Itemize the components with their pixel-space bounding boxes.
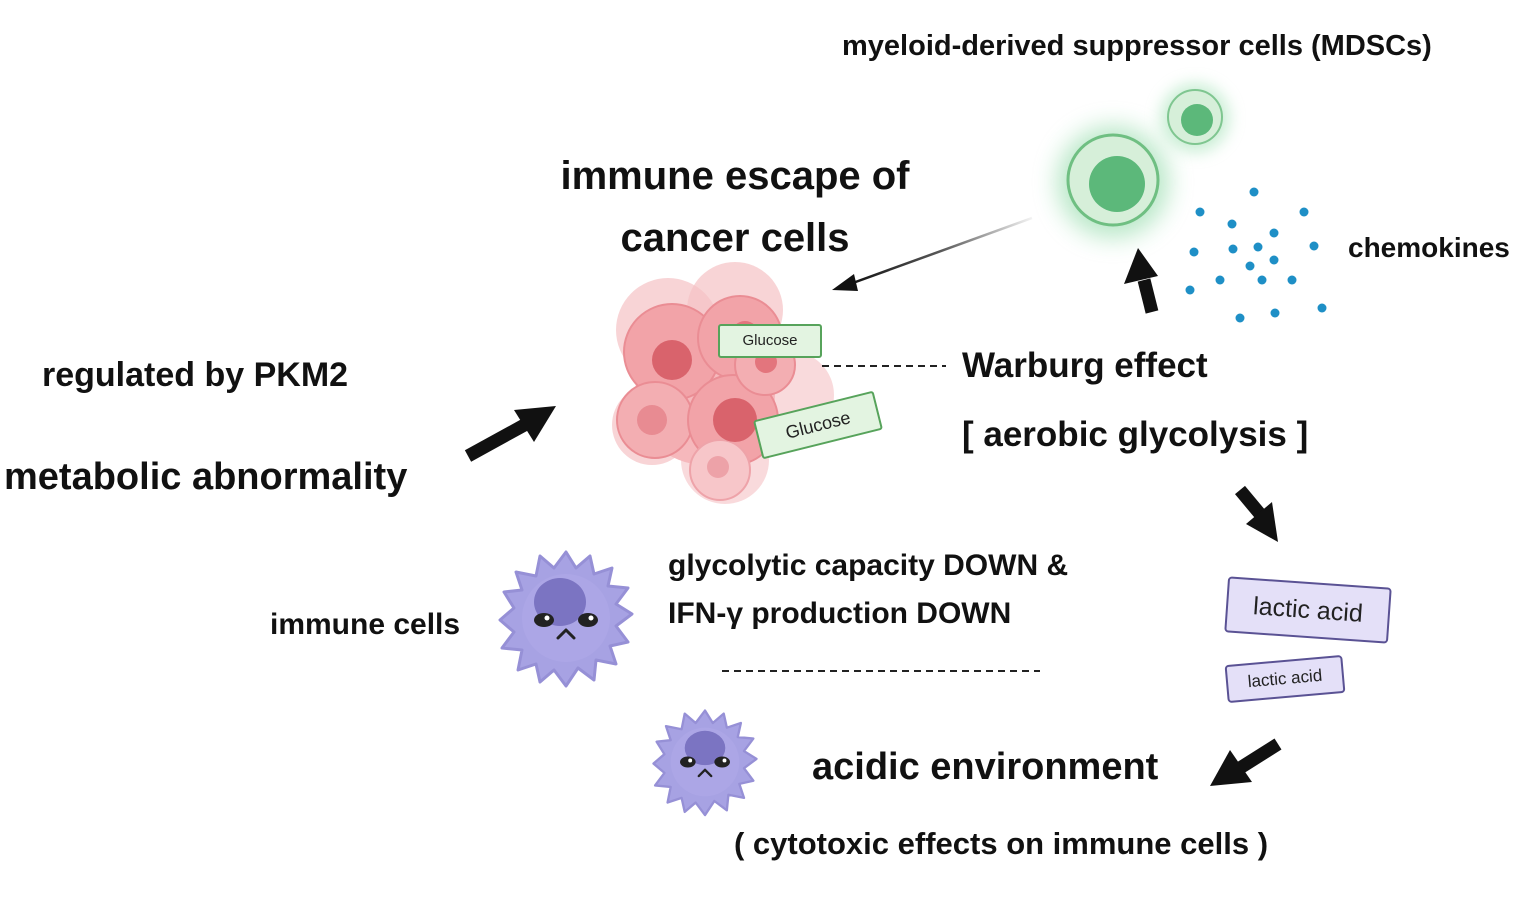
acidic-environment-label: acidic environment [812,746,1159,788]
mdsc-to-cancer-arrow [832,216,1033,291]
glycolytic-line-1: glycolytic capacity DOWN & [668,549,1069,582]
regulated-by-pkm2-label: regulated by PKM2 [42,356,349,394]
immune-cells-label: immune cells [270,608,461,641]
warburg-to-lactic-arrow [1235,485,1278,542]
sad-immune-cell-icon [498,550,634,688]
glucose-tag-1: Glucose [718,324,822,358]
glycolytic-capacity-label: glycolytic capacity DOWN & IFN-γ product… [668,542,1068,638]
warburg-to-mdsc-arrow [1124,248,1159,314]
cytotoxic-effects-label: ( cytotoxic effects on immune cells ) [734,826,1269,861]
warburg-effect-label: Warburg effect [962,346,1208,385]
cancer-cell-cluster-icon [612,262,834,504]
mdsc-label: myeloid-derived suppressor cells (MDSCs) [842,30,1432,62]
metabolic-to-cancer-arrow [464,406,556,462]
lactic-to-acidic-arrow [1210,738,1282,786]
glycolytic-line-2: IFN-γ production DOWN [668,597,1012,630]
lactic-acid-tag-1: lactic acid [1224,576,1392,644]
immune-escape-heading: immune escape of cancer cells [520,145,950,269]
chemokines-label: chemokines [1348,232,1510,263]
small-sad-immune-cell-icon [652,709,758,817]
metabolic-abnormality-label: metabolic abnormality [4,456,408,498]
aerobic-glycolysis-label: [ aerobic glycolysis ] [962,415,1309,454]
mdsc-cell-icon [1057,84,1229,238]
chemokine-dots-icon [1185,187,1327,323]
immune-escape-line-2: cancer cells [620,216,850,260]
immune-escape-line-1: immune escape of [560,154,910,198]
